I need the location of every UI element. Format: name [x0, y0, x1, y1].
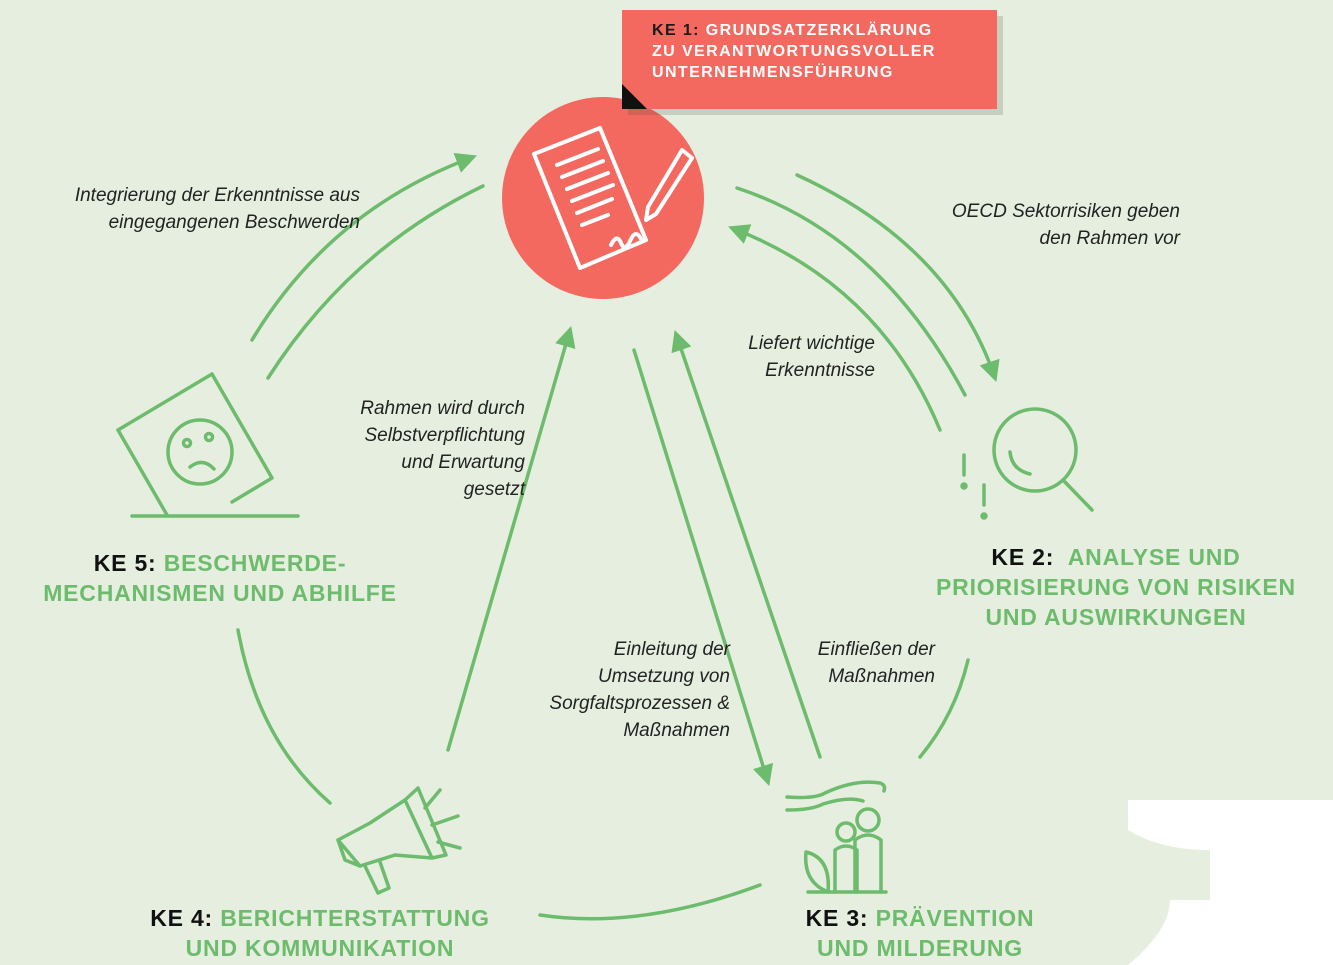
ke1-label-box: [622, 10, 997, 109]
note-line: eingegangenen Beschwerden: [108, 212, 360, 233]
note-oecd-sector-risks: OECD Sektorrisiken geben den Rahmen vor: [860, 198, 1180, 252]
connector-ke3-ke4: [538, 883, 762, 921]
ke4-prefix: KE 4:: [150, 905, 213, 931]
arrow-ke4-to-ke1: [446, 325, 576, 752]
note-line: Erkenntnisse: [765, 360, 875, 381]
ke3-title-line2: UND MILDERUNG: [817, 935, 1023, 961]
note-line: Einfließen der: [817, 639, 935, 660]
note-important-insights: Liefert wichtige Erkenntnisse: [690, 330, 875, 384]
protective-hand-people-icon: [785, 780, 888, 894]
arrow-ke5-to-ke1-inner: [266, 184, 485, 380]
note-line: und Erwartung: [401, 452, 525, 473]
note-measures-flow: Einfließen der Maßnahmen: [770, 636, 935, 690]
ke1-title-line2: ZU VERANTWORTUNGSVOLLER: [652, 43, 936, 60]
note-line: Rahmen wird durch: [360, 398, 525, 419]
note-line: OECD Sektorrisiken geben: [951, 201, 1180, 222]
ke1-label: KE 1: GRUNDSATZERKLÄRUNG ZU VERANTWORTUN…: [652, 20, 936, 83]
ke2-prefix: KE 2:: [991, 544, 1055, 570]
ke5-prefix: KE 5:: [93, 550, 157, 576]
note-line: den Rahmen vor: [1039, 228, 1180, 249]
note-line: Einleitung der: [613, 639, 730, 660]
note-complaints-insights: Integrierung der Erkenntnisse aus eingeg…: [10, 182, 360, 236]
megaphone-icon: [336, 786, 462, 895]
ke3-label: KE 3: PRÄVENTION UND MILDERUNG: [770, 903, 1070, 963]
magnifier-with-alerts-icon: [960, 407, 1094, 520]
ke2-title-line2: PRIORISIERUNG VON RISIKEN: [936, 574, 1296, 600]
note-framework-commitment: Rahmen wird durch Selbstverpflichtung un…: [300, 395, 525, 503]
note-line: Sorgfaltsprozessen &: [549, 693, 730, 714]
corner-decoration: [1128, 800, 1333, 965]
connector-ke2-ke3: [918, 658, 970, 759]
arrow-ke1-to-ke2-outer: [735, 186, 967, 397]
note-line: Umsetzung von: [597, 666, 730, 687]
arrow-ke1-to-ke2: [795, 173, 1000, 382]
ke2-title-line3: UND AUSWIRKUNGEN: [985, 604, 1247, 630]
note-line: Maßnahmen: [623, 720, 730, 741]
ke4-title-line2: UND KOMMUNIKATION: [185, 935, 455, 961]
signed-document-icon: [502, 97, 704, 299]
arrow-ke1-to-ke3: [632, 348, 774, 787]
note-line: Selbstverpflichtung: [364, 425, 525, 446]
ke2-title-line1: ANALYSE UND: [1067, 544, 1241, 570]
ke5-title-line1: BESCHWERDE-: [163, 550, 347, 576]
ke2-label: KE 2: ANALYSE UND PRIORISIERUNG VON RISI…: [906, 542, 1326, 632]
note-line: Maßnahmen: [828, 666, 935, 687]
ke3-prefix: KE 3:: [805, 905, 869, 931]
note-line: gesetzt: [463, 479, 525, 500]
note-line: Liefert wichtige: [748, 333, 875, 354]
ke1-label-fold: [622, 84, 647, 109]
ke1-title-line3: UNTERNEHMENSFÜHRUNG: [652, 64, 894, 81]
sad-face-ballot-icon: [116, 372, 300, 518]
ke1-prefix: KE 1:: [652, 22, 700, 39]
note-line: Integrierung der Erkenntnisse aus: [74, 185, 360, 206]
ke5-title-line2: MECHANISMEN UND ABHILFE: [43, 580, 397, 606]
arrow-ke5-to-ke1: [250, 152, 477, 342]
ke5-label: KE 5: BESCHWERDE- MECHANISMEN UND ABHILF…: [20, 548, 420, 608]
arrow-ke3-to-ke1: [671, 330, 822, 759]
arrow-ke2-to-ke1: [728, 224, 942, 432]
note-initiation-measures: Einleitung der Umsetzung von Sorgfaltspr…: [500, 636, 730, 744]
ke4-label: KE 4: BERICHTERSTATTUNG UND KOMMUNIKATIO…: [120, 903, 520, 963]
ke3-title-line1: PRÄVENTION: [875, 905, 1035, 931]
connector-ke5-ke4: [236, 628, 332, 805]
ke4-title-line1: BERICHTERSTATTUNG: [220, 905, 490, 931]
ke1-title-line1: GRUNDSATZERKLÄRUNG: [705, 22, 933, 39]
